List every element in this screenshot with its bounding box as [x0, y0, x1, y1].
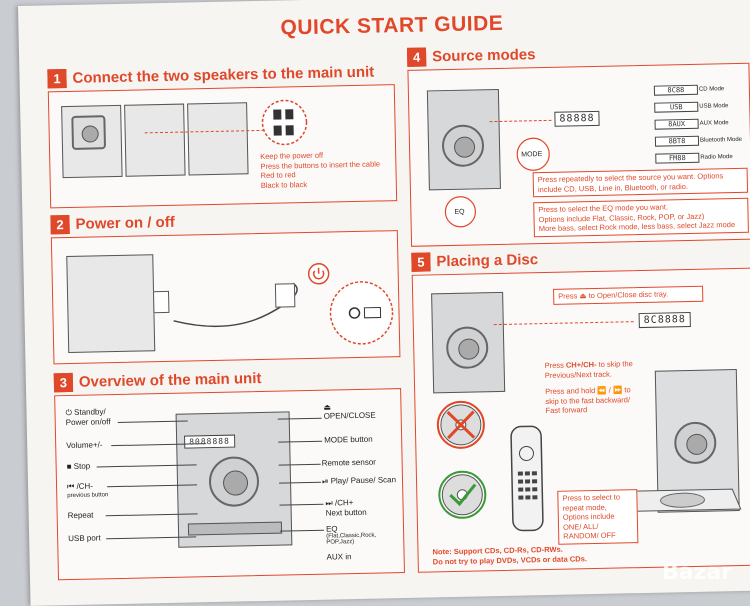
label-eq-modes-2: POP,Jazz): [326, 539, 355, 546]
label-volume: Volume+/-: [66, 440, 103, 451]
label-remote-sensor: Remote sensor: [321, 457, 376, 468]
mode-label-bt: Bluetooth Mode: [699, 136, 743, 144]
leader-eq: [280, 529, 325, 532]
section-1-title: Connect the two speakers to the main uni…: [72, 63, 375, 87]
section-3-panel: 8088888 ⏻ Standby/ Power on/off Volume+/…: [54, 388, 405, 581]
right-speaker: [187, 102, 249, 176]
mode-button-icon: [516, 137, 550, 171]
source-display: 88888: [554, 110, 600, 127]
power-socket: [153, 290, 170, 314]
unit-display: 8088888: [184, 434, 236, 449]
mode-button-label: MODE: [521, 151, 543, 159]
label-ch-minus: ⏮ /CH-: [66, 481, 94, 492]
eq-note: Press to select the EQ mode you want.Opt…: [533, 197, 749, 237]
eq-button-label: EQ: [454, 208, 465, 216]
section-4-panel: 88888 MODE EQ 8C88 CD Mode USB USB Mode …: [407, 62, 750, 247]
mode-label-cd: CD Mode: [698, 86, 725, 93]
leader-play: [279, 481, 322, 484]
open-tray: [623, 488, 742, 512]
section-2-title: Power on / off: [75, 213, 175, 233]
label-mode: MODE button: [324, 434, 373, 445]
section-2-heading: 2 Power on / off: [50, 213, 175, 235]
eq-button-icon: [444, 196, 477, 228]
section-5-panel: Press ⏏ to Open/Close disc tray. 8C8888 …: [411, 267, 750, 573]
label-open-close: ⏏OPEN/CLOSE: [323, 402, 376, 421]
leader-mode: [278, 440, 323, 443]
leader-open: [277, 417, 322, 420]
zoom-connector-icon: [261, 99, 308, 146]
watermark-logo: Bazar: [662, 560, 733, 585]
mode-display-radio: FM88: [655, 152, 700, 164]
remote-control-icon: [510, 425, 544, 532]
section-2-number: 2: [50, 214, 70, 235]
section-5-number: 5: [411, 252, 431, 272]
mode-label-usb: USB Mode: [699, 103, 729, 110]
mode-display-aux: 8AUX: [654, 118, 699, 130]
hold-note: Press and hold ⏪ / ⏩ to skip to the fast…: [545, 385, 631, 416]
label-aux-in: AUX in: [326, 552, 352, 562]
leader-sensor: [278, 463, 321, 466]
section-4-heading: 4 Source modes: [406, 45, 536, 67]
wall-outlet: [274, 283, 296, 308]
section-3-number: 3: [53, 372, 74, 393]
section-3-heading: 3 Overview of the main unit: [53, 369, 262, 393]
unit-rear-view: [66, 254, 156, 354]
mode-display-bt: 8BT8: [654, 135, 700, 147]
disc-slot: [187, 521, 283, 536]
power-icon: [307, 263, 330, 285]
zoom-power-button-icon: [329, 281, 394, 345]
label-power: Power on/off: [65, 417, 111, 428]
label-previous: previous button: [67, 492, 109, 500]
label-eq: EQ: [325, 524, 338, 534]
power-cable: [173, 282, 298, 328]
mode-display-usb: USB: [654, 101, 699, 113]
mode-display-cd: 8C88: [653, 84, 699, 96]
section-3-title: Overview of the main unit: [78, 369, 262, 391]
section-4-title: Source modes: [431, 46, 536, 66]
leader-next: [279, 503, 324, 506]
mode-note: Press repeatedly to select the source yo…: [532, 167, 749, 198]
section-1-heading: 1 Connect the two speakers to the main u…: [47, 63, 374, 89]
correct-disc-icon: [438, 470, 487, 519]
label-play-pause: ⏯ Play/ Pause/ Scan: [321, 475, 397, 486]
mode-label-radio: Radio Mode: [700, 154, 733, 161]
label-stop: ■ Stop: [66, 461, 91, 472]
section-2-panel: [50, 230, 401, 365]
guide-sheet: QUICK START GUIDE 1 Connect the two spea…: [18, 0, 750, 606]
display-pointer: [489, 119, 552, 123]
page-title: QUICK START GUIDE: [280, 11, 504, 40]
disc-display: 8C8888: [638, 311, 691, 329]
section-5-title: Placing a Disc: [436, 251, 539, 271]
label-repeat: Repeat: [67, 510, 94, 521]
mode-label-aux: AUX Mode: [699, 120, 729, 127]
open-close-note: Press ⏏ to Open/Close disc tray.: [553, 285, 704, 305]
disc-support-note: Note: Support CDs, CD-Rs, CD-RWs.Do not …: [432, 544, 587, 566]
section-1-number: 1: [47, 69, 67, 89]
skip-note: Press CH+/CH- to skip the Previous/Next …: [544, 359, 633, 380]
main-unit-back: [124, 103, 186, 177]
left-speaker-cone: [71, 115, 107, 150]
wrong-disc-icon: [436, 400, 485, 449]
eject-icon: ⏏: [579, 291, 587, 301]
label-usb: USB port: [68, 533, 101, 544]
label-next: Next button: [325, 507, 367, 518]
label-ch-plus: ⏭ /CH+: [325, 498, 354, 508]
section-4-number: 4: [406, 47, 427, 67]
section-5-heading: 5 Placing a Disc: [411, 250, 538, 272]
disc-display-pointer: [493, 321, 634, 326]
